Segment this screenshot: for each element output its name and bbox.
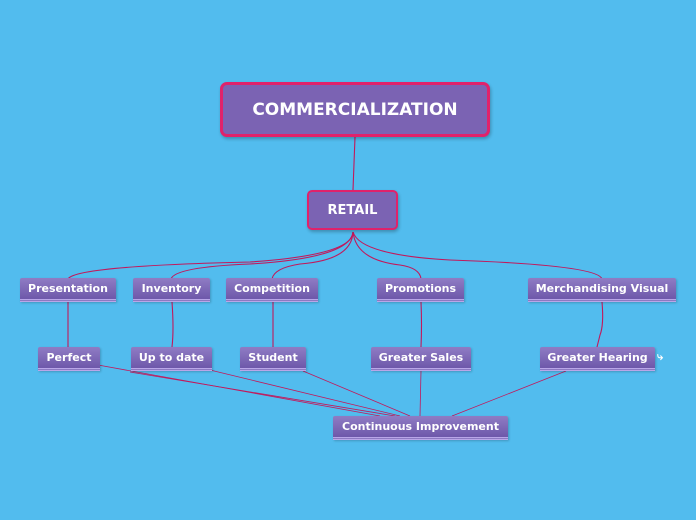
connector-retail-merchandising — [352, 231, 603, 280]
relation-uptodate-ci-2 — [209, 369, 401, 417]
connector-retail-presentation — [67, 231, 354, 280]
connector-retail-promotions — [352, 231, 422, 280]
relation-uptodate-ci — [129, 371, 396, 417]
connector-root-retail — [352, 136, 356, 191]
connector-promotions-greatersales — [420, 301, 423, 348]
root-node[interactable]: COMMERCIALIZATION — [220, 82, 490, 137]
connector-retail-competition — [271, 231, 354, 280]
relation-greatersales-ci — [419, 370, 422, 417]
subtopic-up-to-date[interactable]: Up to date — [131, 347, 212, 371]
subtopic-greater-hearing[interactable]: Greater Hearing — [540, 347, 655, 371]
relation-student-ci — [302, 370, 411, 417]
topic-promotions[interactable]: Promotions — [377, 278, 464, 302]
relationship-link-icon[interactable]: ⤷ — [657, 350, 664, 363]
connector-merchandising-greaterhearing — [596, 301, 604, 348]
subtopic-student[interactable]: Student — [240, 347, 306, 371]
connector-inventory-uptodate — [171, 301, 174, 348]
topic-presentation[interactable]: Presentation — [20, 278, 116, 302]
main-topic-retail[interactable]: RETAIL — [307, 190, 398, 230]
topic-merchandising-visual[interactable]: Merchandising Visual — [528, 278, 676, 302]
relation-greaterhearing-ci — [451, 370, 567, 417]
topic-inventory[interactable]: Inventory — [133, 278, 210, 302]
topic-competition[interactable]: Competition — [226, 278, 318, 302]
subtopic-perfect[interactable]: Perfect — [38, 347, 100, 371]
topic-continuous-improvement[interactable]: Continuous Improvement — [333, 416, 508, 440]
subtopic-greater-sales[interactable]: Greater Sales — [371, 347, 471, 371]
connector-retail-inventory — [170, 231, 354, 280]
